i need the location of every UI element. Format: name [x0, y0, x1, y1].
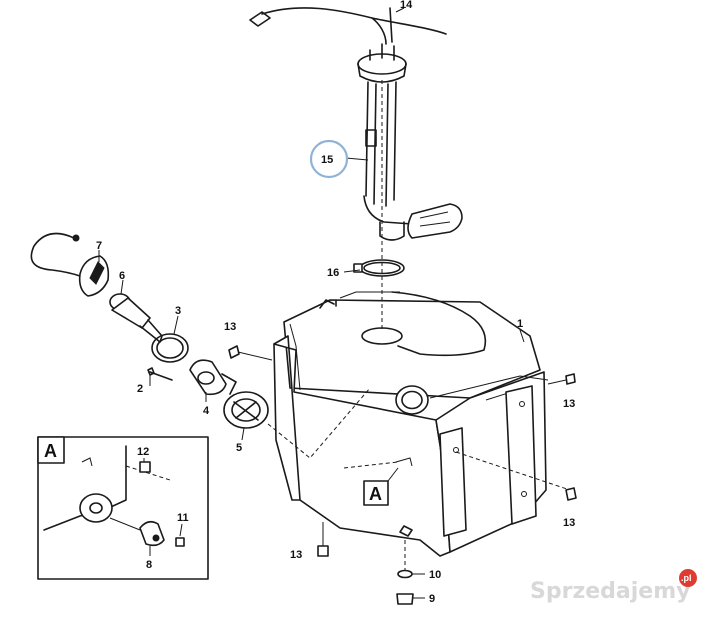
tank-marker-letter: A	[369, 484, 382, 504]
callout-12: 12	[137, 446, 149, 458]
drain-washer	[397, 569, 413, 579]
leader-3	[173, 315, 179, 335]
bolt-13-right-upper	[547, 373, 576, 385]
callout-13-right-lower: 13	[563, 517, 575, 529]
callout-6: 6	[119, 270, 125, 282]
leader-14	[395, 7, 405, 13]
leader-1	[519, 329, 525, 343]
o-ring	[151, 333, 189, 363]
callout-7: 7	[96, 240, 102, 252]
leader-15	[345, 157, 369, 161]
callout-4: 4	[203, 405, 210, 417]
callout-15: 15	[321, 154, 333, 166]
callout-8: 8	[146, 559, 152, 571]
detail-view-a: A	[37, 436, 209, 580]
watermark-badge-text: .pl	[681, 573, 692, 583]
watermark-badge	[679, 569, 697, 587]
filler-cap	[30, 232, 110, 297]
callout-5: 5	[236, 442, 242, 454]
detail-letter: A	[44, 441, 57, 461]
callout-10: 10	[429, 569, 441, 581]
tank-detail-marker: A	[363, 467, 399, 506]
leader-5	[241, 427, 245, 441]
assembly-line-neck	[267, 387, 371, 459]
callout-13-top-left: 13	[224, 321, 236, 333]
callout-16: 16	[327, 267, 339, 279]
watermark-text: Sprzedajemy	[530, 579, 691, 604]
o-ring-inner	[156, 337, 184, 359]
filler-neck-pipe	[109, 293, 163, 343]
screw-small	[147, 367, 173, 381]
highlight-circle	[309, 139, 349, 179]
fuel-pump-sender-assembly	[249, 7, 463, 241]
sealing-ring	[353, 259, 405, 277]
callout-11: 11	[177, 512, 189, 524]
bolt-13-bottom	[317, 522, 329, 557]
callout-14: 14	[400, 0, 413, 11]
assembly-line-bracket	[455, 451, 571, 491]
leader-11	[179, 523, 183, 537]
callout-13-right-upper: 13	[563, 398, 575, 410]
callout-1: 1	[517, 318, 523, 330]
callout-2: 2	[137, 383, 143, 395]
assembly-line-detail	[343, 461, 399, 469]
leader-16	[343, 269, 361, 273]
bolt-13-right-lower	[565, 487, 577, 501]
callout-3: 3	[175, 305, 181, 317]
leader-6	[120, 279, 124, 295]
callout-13-bottom: 13	[290, 549, 302, 561]
filler-adapter	[189, 359, 237, 396]
drain-plug	[396, 593, 414, 605]
fuel-tank	[273, 291, 549, 557]
callout-9: 9	[429, 593, 435, 605]
filler-grommet	[223, 391, 269, 429]
watermark: Sprzedajemy .pl	[530, 569, 697, 604]
bolt-13-top-left	[228, 345, 273, 361]
